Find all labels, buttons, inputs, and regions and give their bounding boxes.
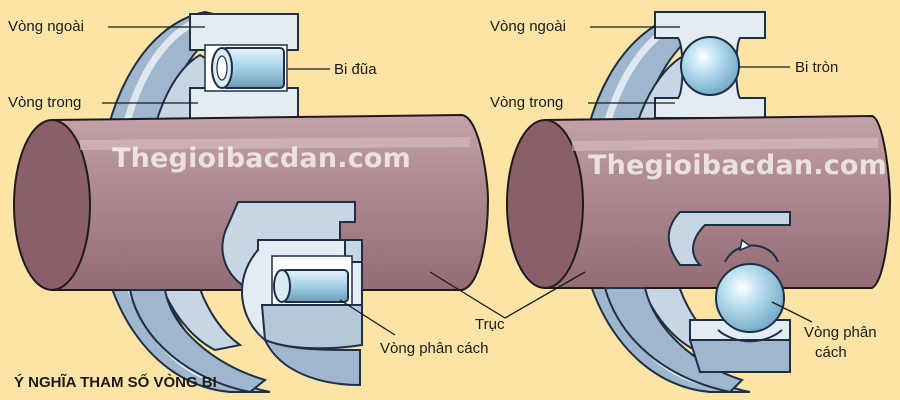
right-shaft: [506, 114, 892, 289]
left-outer-ring-label: Vòng ngoài: [8, 18, 84, 35]
left-bearing-front: [128, 201, 363, 394]
watermark-left: Thegioibacdan.com: [112, 143, 412, 174]
caption: Ý NGHĨA THAM SỐ VÒNG BI: [14, 374, 217, 391]
right-ball-top: [680, 36, 740, 96]
right-bearing-front: [603, 211, 791, 394]
left-inner-ring-label: Vòng trong: [8, 94, 82, 111]
roller-label: Bi đũa: [334, 61, 377, 78]
shaft-label: Trục: [475, 316, 505, 333]
right-outer-ring-label: Vòng ngoài: [490, 18, 566, 35]
left-roller-bottom: [273, 269, 349, 303]
leader-lines: [102, 26, 813, 336]
ball-label: Bi tròn: [795, 59, 839, 76]
left-roller-top: [211, 47, 285, 89]
left-cage-label: Vòng phân cách: [380, 340, 489, 357]
right-cage-label-line1: Vòng phân: [804, 324, 877, 341]
right-ball-bottom: [715, 263, 785, 333]
watermark-right: Thegioibacdan.com: [588, 150, 888, 181]
right-cage-label-line2: cách: [815, 344, 847, 361]
right-inner-ring-label: Vòng trong: [490, 94, 564, 111]
